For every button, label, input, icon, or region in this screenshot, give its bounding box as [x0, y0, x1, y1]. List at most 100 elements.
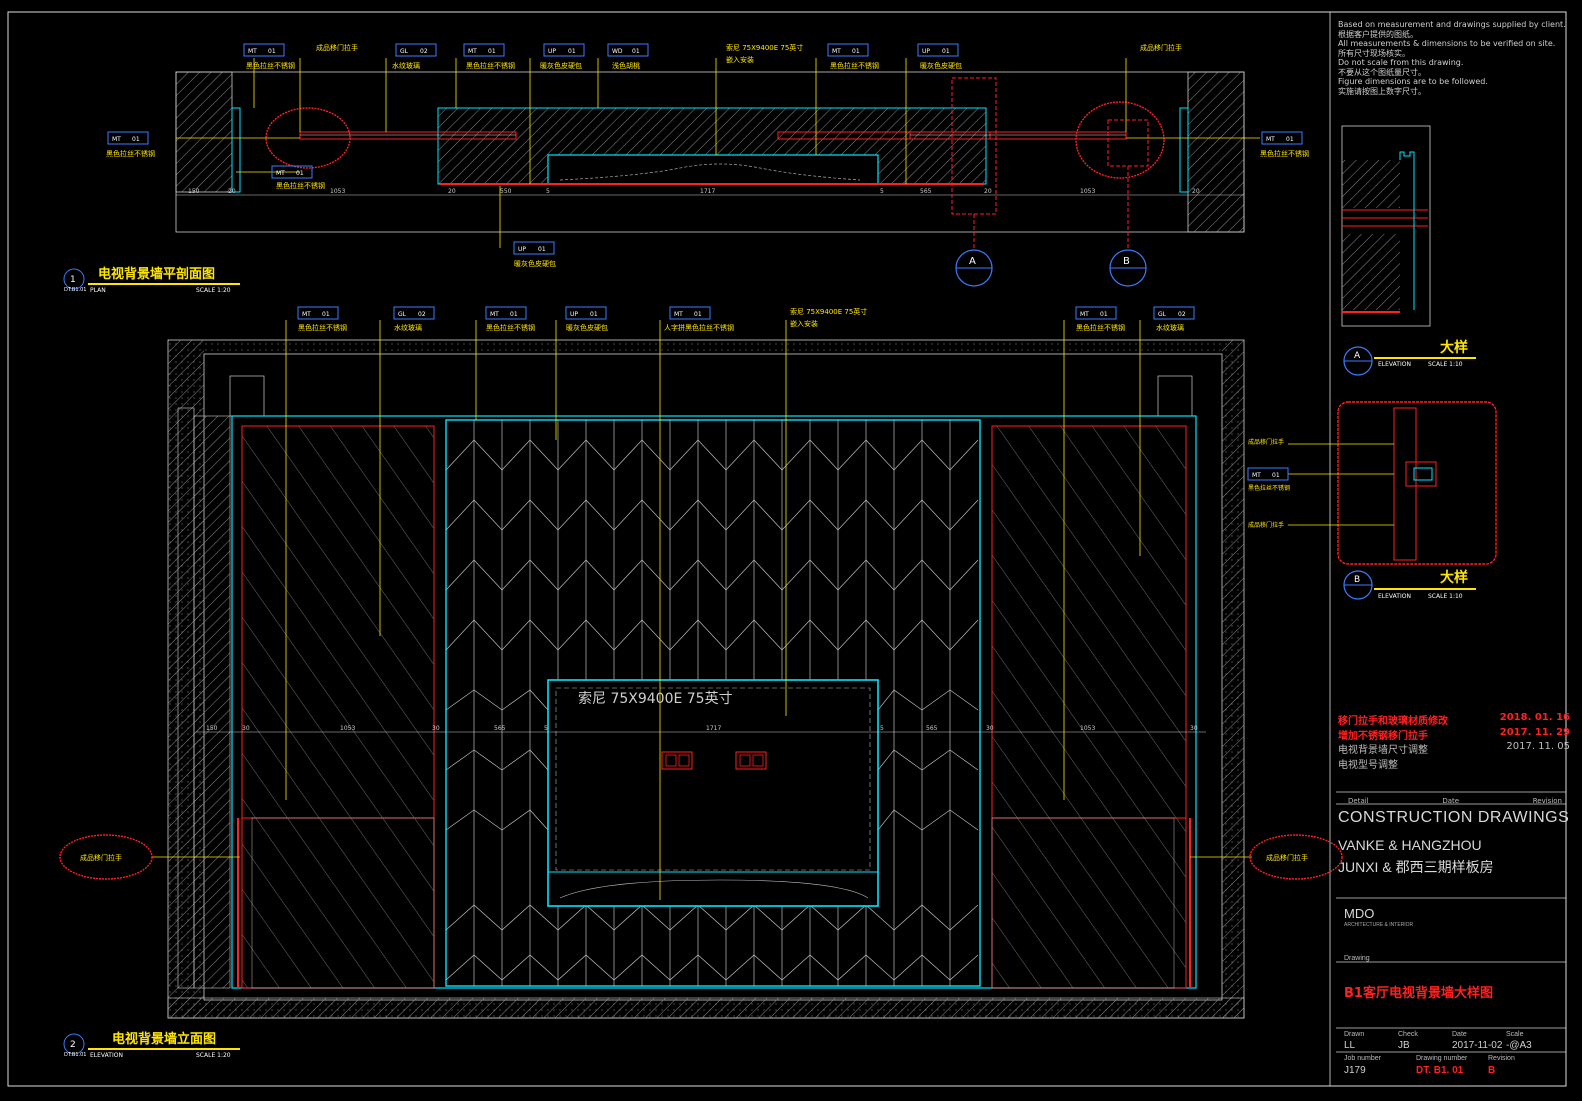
svg-text:5: 5 — [880, 188, 884, 195]
svg-text:MT: MT — [832, 48, 841, 55]
svg-text:ELEVATION: ELEVATION — [1378, 361, 1411, 368]
svg-text:UP: UP — [548, 48, 556, 55]
svg-text:02: 02 — [1178, 311, 1186, 318]
svg-text:20: 20 — [1192, 188, 1200, 195]
svg-text:成品移门拉手: 成品移门拉手 — [1248, 438, 1284, 446]
svg-text:成品移门拉手: 成品移门拉手 — [80, 853, 122, 862]
svg-text:01: 01 — [488, 48, 496, 55]
svg-text:索尼 75X9400E 75英寸: 索尼 75X9400E 75英寸 — [790, 307, 867, 316]
svg-text:UP: UP — [570, 311, 578, 318]
svg-text:5: 5 — [544, 725, 548, 732]
client-line-2: JUNXI & 郡西三期样板房 — [1338, 859, 1494, 875]
svg-text:1053: 1053 — [1080, 188, 1095, 195]
svg-text:暖灰色皮硬包: 暖灰色皮硬包 — [514, 259, 556, 268]
svg-text:01: 01 — [852, 48, 860, 55]
svg-text:1053: 1053 — [1080, 725, 1095, 732]
svg-text:01: 01 — [1272, 472, 1280, 479]
firm-logo: MDO — [1344, 906, 1375, 921]
svg-text:UP: UP — [518, 246, 526, 253]
tv-outline — [547, 679, 879, 907]
plan-title: 电视背景墙平剖面图 — [98, 266, 215, 282]
svg-text:150: 150 — [188, 188, 200, 195]
svg-text:SCALE 1:20: SCALE 1:20 — [196, 1052, 231, 1059]
svg-text:SCALE 1:10: SCALE 1:10 — [1428, 361, 1463, 368]
svg-text:浅色胡桃: 浅色胡桃 — [612, 61, 640, 70]
svg-text:01: 01 — [322, 311, 330, 318]
svg-text:MT: MT — [490, 311, 499, 318]
socket-icon — [661, 751, 693, 770]
svg-text:黑色拉丝不锈钢: 黑色拉丝不锈钢 — [298, 323, 347, 332]
svg-text:黑色拉丝不锈钢: 黑色拉丝不锈钢 — [106, 149, 155, 158]
svg-text:01: 01 — [132, 136, 140, 143]
svg-text:DT.B1.01: DT.B1.01 — [64, 1052, 86, 1058]
svg-text:550: 550 — [500, 188, 512, 195]
svg-text:20: 20 — [984, 188, 992, 195]
plan-number: 1 — [70, 275, 76, 285]
svg-text:成品移门拉手: 成品移门拉手 — [316, 43, 358, 52]
section-marker-a-label: A — [969, 256, 976, 267]
svg-text:02: 02 — [420, 48, 428, 55]
svg-text:嵌入安装: 嵌入安装 — [726, 55, 754, 64]
svg-text:565: 565 — [926, 725, 938, 732]
svg-text:30: 30 — [1190, 725, 1198, 732]
svg-text:1053: 1053 — [330, 188, 345, 195]
svg-text:嵌入安装: 嵌入安装 — [790, 319, 818, 328]
svg-text:MT: MT — [468, 48, 477, 55]
drawing-label: Drawing — [1344, 955, 1370, 962]
svg-text:WD: WD — [612, 48, 623, 55]
svg-text:黑色拉丝不锈钢: 黑色拉丝不锈钢 — [276, 181, 325, 190]
revision-headers: Detail Date Revision — [1348, 797, 1562, 805]
svg-text:565: 565 — [494, 725, 506, 732]
svg-text:黑色拉丝不锈钢: 黑色拉丝不锈钢 — [1260, 149, 1309, 158]
svg-text:GL: GL — [400, 48, 409, 55]
svg-text:水纹玻璃: 水纹玻璃 — [392, 61, 420, 70]
svg-text:MT: MT — [112, 136, 121, 143]
tv-label: 索尼 75X9400E 75英寸 — [578, 690, 733, 707]
sheet-title: CONSTRUCTION DRAWINGS — [1338, 809, 1570, 826]
svg-text:01: 01 — [568, 48, 576, 55]
svg-text:A: A — [1354, 351, 1361, 361]
svg-text:暖灰色皮硬包: 暖灰色皮硬包 — [540, 61, 582, 70]
svg-text:MT: MT — [1252, 472, 1261, 479]
svg-text:01: 01 — [510, 311, 518, 318]
svg-text:30: 30 — [242, 725, 250, 732]
socket-icon — [735, 751, 767, 770]
svg-text:暖灰色皮硬包: 暖灰色皮硬包 — [566, 323, 608, 332]
svg-text:暖灰色皮硬包: 暖灰色皮硬包 — [920, 61, 962, 70]
svg-text:30: 30 — [986, 725, 994, 732]
svg-text:UP: UP — [922, 48, 930, 55]
svg-text:02: 02 — [418, 311, 426, 318]
svg-text:SCALE 1:10: SCALE 1:10 — [1428, 593, 1463, 600]
detail-a: A 大样 ELEVATION SCALE 1:10 — [1341, 125, 1476, 376]
svg-text:ELEVATION: ELEVATION — [90, 1052, 123, 1059]
client-line-1: VANKE & HANGZHOU — [1338, 837, 1482, 853]
svg-text:5: 5 — [546, 188, 550, 195]
svg-text:成品移门拉手: 成品移门拉手 — [1140, 43, 1182, 52]
svg-text:1717: 1717 — [706, 725, 721, 732]
elevation-title: 电视背景墙立面图 — [112, 1031, 216, 1047]
svg-text:01: 01 — [590, 311, 598, 318]
svg-text:01: 01 — [1286, 136, 1294, 143]
svg-text:MT: MT — [276, 170, 285, 177]
svg-text:人字拼黑色拉丝不锈钢: 人字拼黑色拉丝不锈钢 — [664, 323, 734, 332]
firm-subtitle: ARCHITECTURE & INTERIOR — [1344, 922, 1414, 928]
svg-text:MT: MT — [1080, 311, 1089, 318]
svg-text:30: 30 — [432, 725, 440, 732]
title-block-grid — [1336, 791, 1566, 1053]
svg-text:20: 20 — [228, 188, 236, 195]
svg-text:黑色拉丝不锈钢: 黑色拉丝不锈钢 — [1248, 484, 1290, 492]
detail-b-title: 大样 — [1440, 569, 1468, 586]
section-marker-b-label: B — [1123, 256, 1130, 267]
